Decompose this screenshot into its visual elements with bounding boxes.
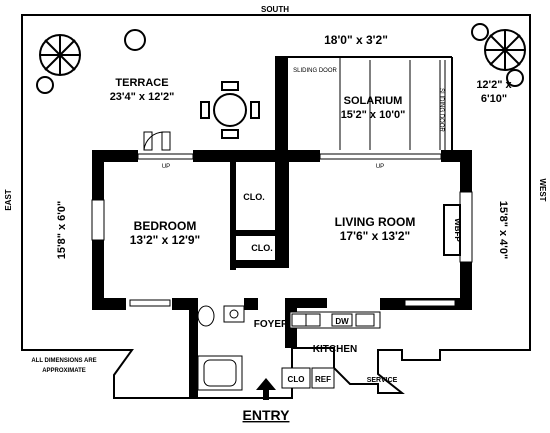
right-side-dims: 15'8" x 4'0" bbox=[497, 201, 509, 259]
solarium-dims: 15'2" x 10'0" bbox=[341, 109, 406, 121]
left-side-dims: 15'8" x 6'0" bbox=[56, 201, 68, 259]
service: SERVICE bbox=[367, 377, 398, 384]
bathroom-fixtures bbox=[197, 305, 245, 391]
living-room-dims: 17'6" x 13'2" bbox=[340, 229, 410, 243]
terrace-dims: 23'4" x 12'2" bbox=[110, 91, 175, 103]
plant-icon-2 bbox=[471, 23, 526, 87]
sliding-door-top: SLIDING DOOR bbox=[293, 68, 337, 74]
kitchen-fixtures bbox=[281, 311, 381, 389]
terrace-name: TERRACE bbox=[115, 77, 168, 89]
compass-south: SOUTH bbox=[261, 5, 289, 14]
bedroom-dims: 13'2" x 12'9" bbox=[130, 233, 200, 247]
terrace-outline bbox=[21, 14, 531, 399]
closet-lower: CLO. bbox=[251, 243, 273, 253]
note-line-2: APPROXIMATE bbox=[42, 368, 86, 374]
right-top-dims-1: 12'2" x bbox=[476, 79, 512, 91]
living-room-name: LIVING ROOM bbox=[335, 215, 416, 229]
kitchen: KITCHEN bbox=[313, 344, 357, 355]
bedroom-name: BEDROOM bbox=[134, 219, 197, 233]
closet-upper: CLO. bbox=[243, 192, 265, 202]
terrace-door bbox=[143, 131, 171, 151]
fireplace bbox=[443, 204, 461, 256]
compass-west: WEST bbox=[538, 178, 547, 201]
ref: REF bbox=[315, 375, 331, 384]
sliding-door-side: SLIDING DOOR bbox=[438, 88, 444, 132]
plant-icon bbox=[36, 29, 146, 94]
up-left: UP bbox=[162, 164, 170, 170]
dining-table bbox=[200, 81, 260, 139]
closet-kitchen: CLO bbox=[288, 375, 305, 384]
dw: DW bbox=[335, 317, 349, 326]
up-right: UP bbox=[376, 164, 384, 170]
wbfp: WBFP bbox=[453, 218, 462, 242]
entry-arrow bbox=[256, 378, 276, 400]
right-top-dims-2: 6'10" bbox=[481, 93, 507, 105]
foyer: FOYER bbox=[254, 319, 289, 330]
top-dims: 18'0" x 3'2" bbox=[324, 33, 388, 47]
solarium-name: SOLARIUM bbox=[344, 95, 403, 107]
solarium-walls bbox=[275, 56, 453, 150]
compass-east: EAST bbox=[4, 189, 13, 210]
note-line-1: ALL DIMENSIONS ARE bbox=[31, 358, 96, 364]
entry: ENTRY bbox=[243, 407, 291, 423]
